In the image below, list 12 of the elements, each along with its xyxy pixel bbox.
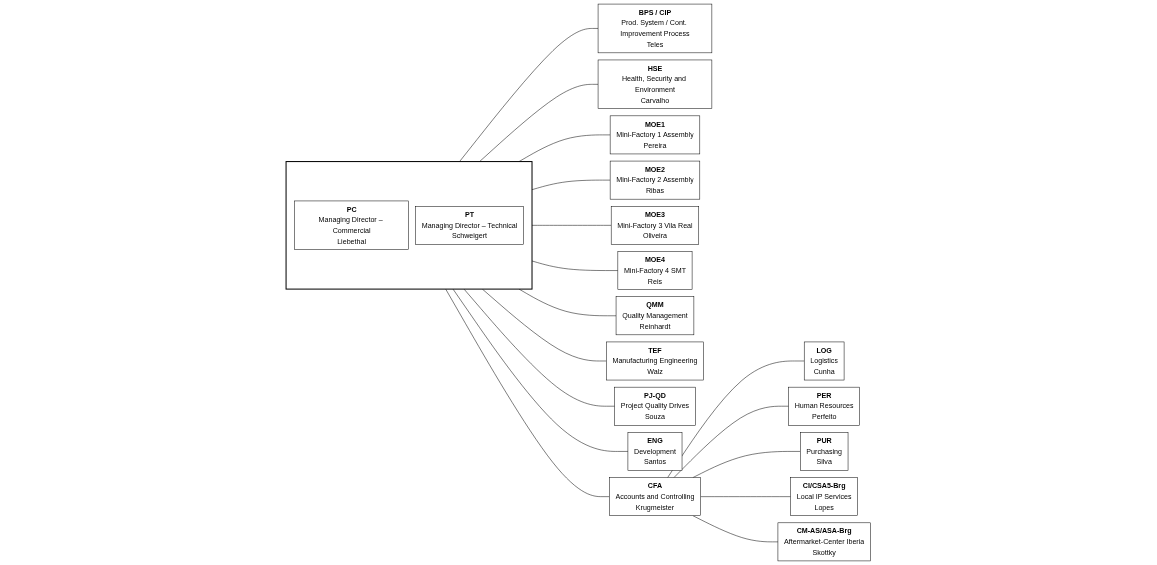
connector [519,288,617,317]
connector [453,288,629,452]
cluster [285,161,533,290]
connector [532,260,619,271]
connector [479,84,599,162]
connector [532,179,611,190]
connector [519,134,611,162]
connector [445,288,610,497]
connector [482,288,607,362]
connector [459,28,599,162]
connector [532,225,612,226]
connector [464,288,616,407]
